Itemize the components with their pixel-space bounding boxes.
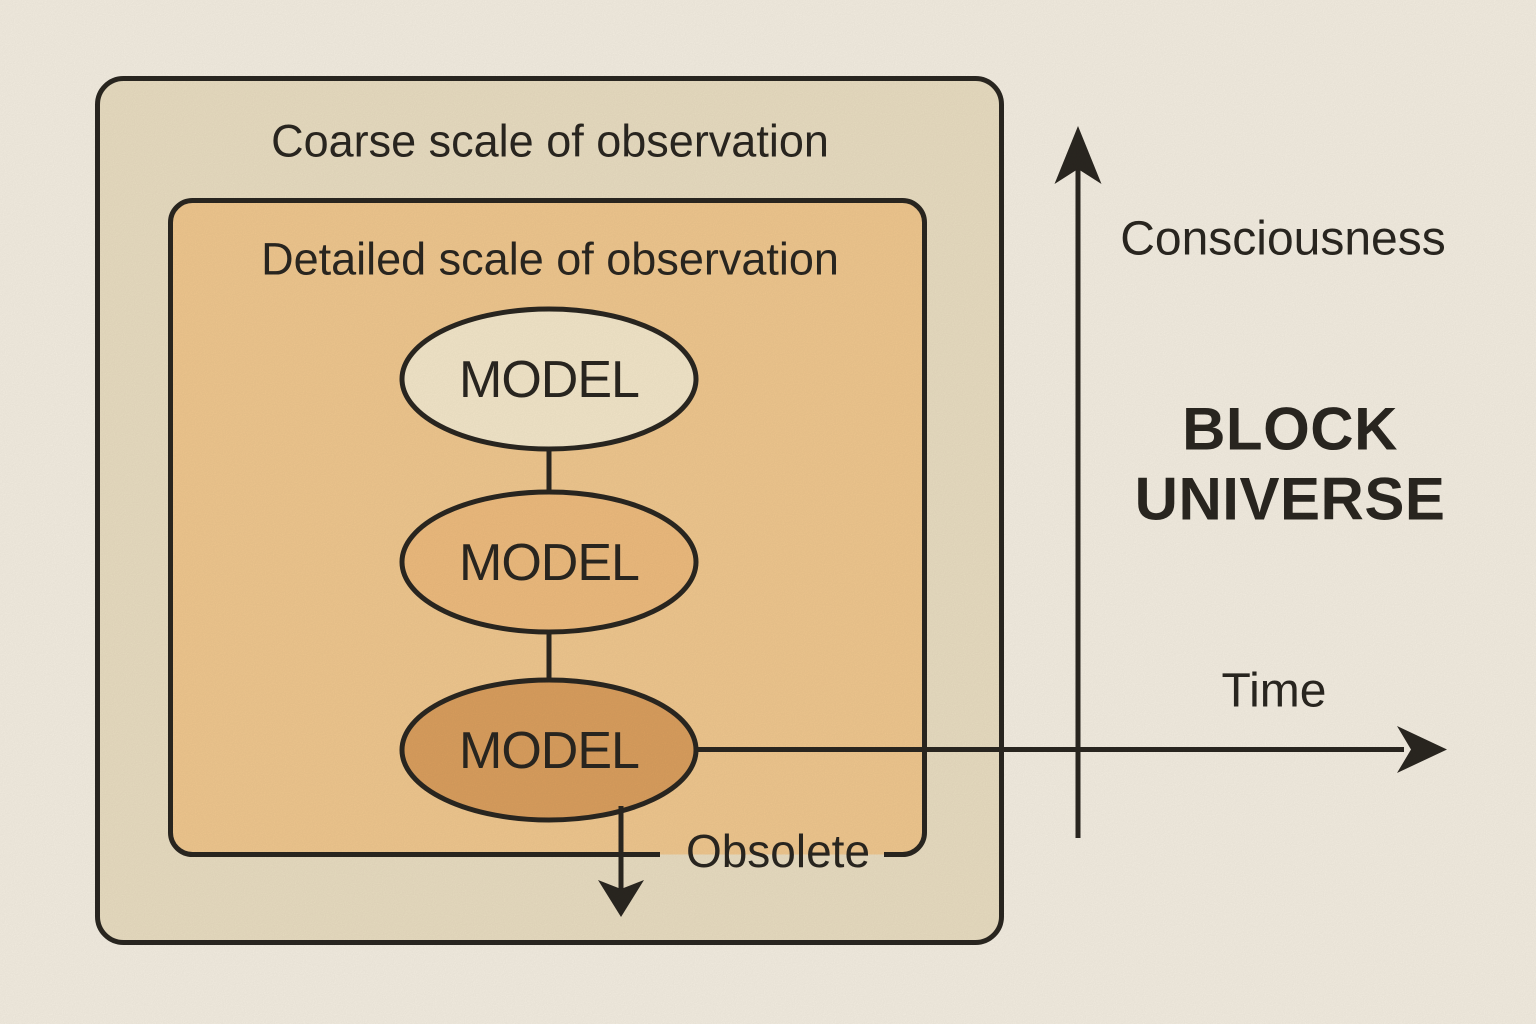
paper-grain-texture <box>0 0 1536 1024</box>
diagram-canvas: Coarse scale of observation Detailed sca… <box>0 0 1536 1024</box>
block-universe-diagram: Coarse scale of observation Detailed sca… <box>0 0 1536 1024</box>
